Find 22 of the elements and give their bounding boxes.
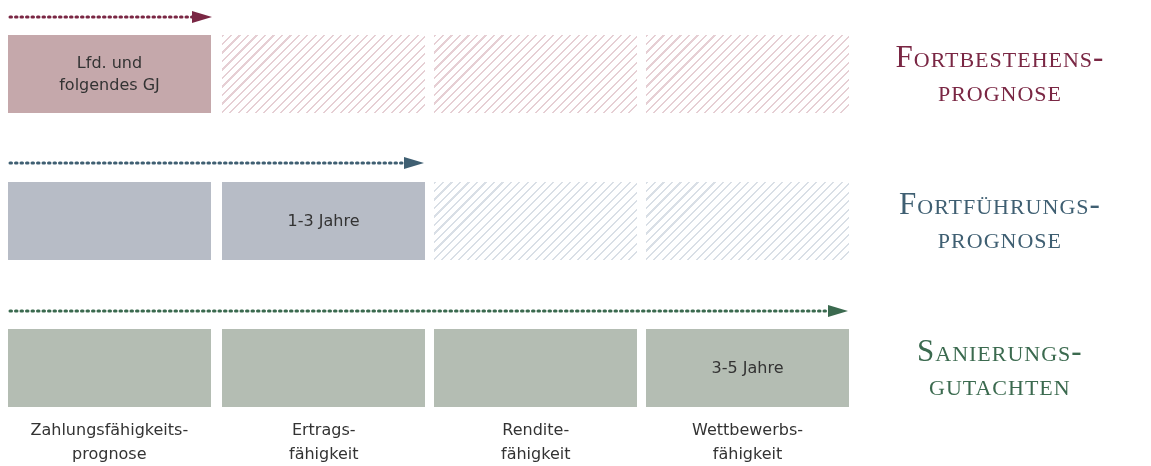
hatched-box <box>434 35 637 113</box>
period-text: 1-3 Jahre <box>286 210 361 232</box>
filled-box <box>434 329 637 407</box>
row-heading: Fortbestehens- prognose <box>895 40 1105 108</box>
filled-box <box>8 329 211 407</box>
filled-box <box>8 182 211 260</box>
hatched-box <box>434 182 637 260</box>
hatched-box <box>222 35 425 113</box>
column-label: Rendite- fähigkeit <box>501 419 571 465</box>
period-box <box>646 329 849 407</box>
row-heading: Fortführungs- prognose <box>899 187 1101 255</box>
column-label: Wettbewerbs- fähigkeit <box>692 419 804 465</box>
period-text: 3-5 Jahre <box>710 357 785 379</box>
column-label: Ertrags- fähigkeit <box>289 419 359 465</box>
hatched-box <box>646 182 849 260</box>
period-box <box>222 182 425 260</box>
period-box <box>8 35 211 113</box>
row-heading: Sanierungs- gutachten <box>917 334 1083 402</box>
period-text: Lfd. und folgendes GJ <box>58 52 161 96</box>
filled-box <box>222 329 425 407</box>
column-label: Zahlungsfähigkeits- prognose <box>30 419 189 465</box>
hatched-box <box>646 35 849 113</box>
